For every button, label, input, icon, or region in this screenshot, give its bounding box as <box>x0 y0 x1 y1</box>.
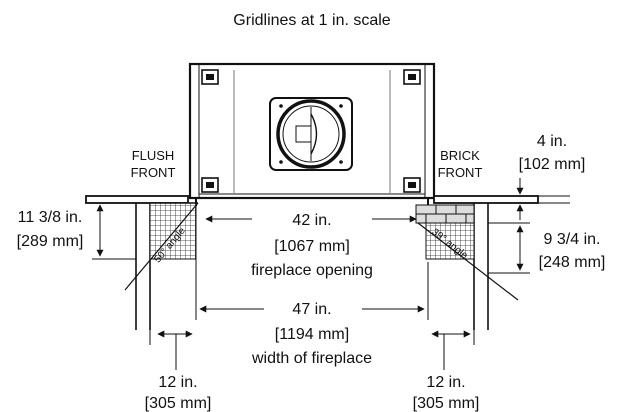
flush-front-label-line2: FRONT <box>131 165 176 180</box>
dim-top-right-imperial: 4 in. <box>537 133 567 150</box>
dim-left-depth: 11 3/8 in. [289 mm] <box>17 204 136 260</box>
dim-bottom-left-imperial: 12 in. <box>158 374 197 391</box>
dim-left-depth-metric: [289 mm] <box>17 233 84 250</box>
dim-right-depth-metric: [248 mm] <box>539 254 606 271</box>
corner-bracket-bottom-right <box>403 177 421 193</box>
dim-bottom-right: 12 in. [305 mm] <box>413 330 480 412</box>
dim-width: 47 in. [1194 mm] width of fireplace <box>195 206 429 367</box>
brick-front-label-line2: FRONT <box>438 165 483 180</box>
brick-front-label-line1: BRICK <box>440 148 480 163</box>
dim-bottom-left: 12 in. [305 mm] <box>145 330 212 412</box>
corner-bracket-top-left <box>201 69 219 85</box>
right-wall <box>415 195 539 330</box>
dim-opening-note: fireplace opening <box>251 262 373 279</box>
dim-width-metric: [1194 mm] <box>275 326 349 343</box>
flush-front-label-line1: FLUSH <box>132 148 175 163</box>
corner-bracket-top-right <box>403 69 421 85</box>
dim-opening-imperial: 42 in. <box>292 212 331 229</box>
caption: Gridlines at 1 in. scale <box>233 12 391 29</box>
dim-bottom-right-metric: [305 mm] <box>413 395 480 412</box>
left-wall <box>85 195 199 330</box>
dim-top-right-metric: [102 mm] <box>519 156 586 173</box>
dim-right-depth-imperial: 9 3/4 in. <box>544 231 601 248</box>
fireplace-unit <box>188 62 436 206</box>
dim-width-imperial: 47 in. <box>292 301 331 318</box>
brick-facing <box>415 204 475 224</box>
dim-top-right: 4 in. [102 mm] <box>516 133 586 220</box>
flue-collar-icon <box>269 97 353 171</box>
dim-bottom-left-metric: [305 mm] <box>145 395 212 412</box>
corner-bracket-bottom-left <box>201 177 219 193</box>
dim-width-note: width of fireplace <box>251 350 372 367</box>
dim-bottom-right-imperial: 12 in. <box>426 374 465 391</box>
dim-opening: 42 in. [1067 mm] fireplace opening <box>205 212 417 279</box>
dim-opening-metric: [1067 mm] <box>274 238 350 255</box>
dim-left-depth-imperial: 11 3/8 in. <box>18 209 83 226</box>
dim-right-depth: 9 3/4 in. [248 mm] <box>488 222 606 274</box>
